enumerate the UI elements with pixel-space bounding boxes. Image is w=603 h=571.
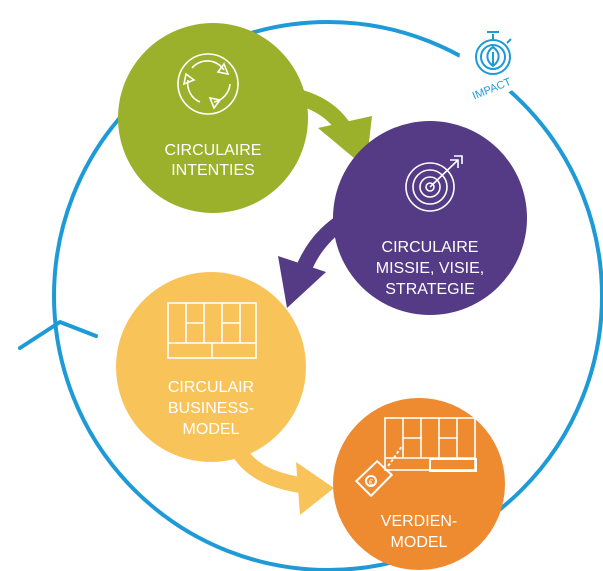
stopwatch-leaf-icon — [475, 31, 512, 75]
node-circle-yellow — [116, 272, 306, 462]
node-circle-green — [118, 23, 308, 213]
node-circular-intentions: CIRCULAIRE INTENTIES — [118, 23, 308, 213]
label-business-line3: MODEL — [183, 421, 240, 438]
node-circle-orange — [333, 398, 505, 570]
ring-tick-mark — [18, 320, 98, 350]
node-circle-purple — [333, 121, 527, 315]
recycle-arrows-icon — [177, 53, 239, 115]
label-circular-intentions-line2: INTENTIES — [171, 162, 255, 179]
node-revenue-model: € VERDIEN- MODEL — [333, 398, 505, 570]
arrow-yellow — [230, 442, 334, 515]
label-mission-line3: STRATEGIE — [385, 281, 475, 298]
node-mission-vision-strategy: CIRCULAIRE MISSIE, VISIE, STRATEGIE — [333, 121, 527, 315]
label-revenue-line2: MODEL — [391, 534, 448, 551]
business-model-canvas-icon — [167, 302, 257, 359]
svg-text:€: € — [369, 478, 374, 487]
outer-ring — [52, 20, 603, 571]
label-revenue-line1: VERDIEN- — [381, 513, 457, 530]
label-business-line1: CIRCULAIR — [168, 379, 254, 396]
target-dart-icon — [405, 155, 463, 212]
node-business-model: CIRCULAIR BUSINESS- MODEL — [116, 272, 306, 462]
impact-badge: IMPACT — [459, 28, 527, 102]
euro-price-tag-icon: € — [354, 445, 403, 498]
label-circular-intentions-line1: CIRCULAIRE — [165, 142, 262, 159]
label-business-line2: BUSINESS- — [168, 400, 254, 417]
label-mission-line2: MISSIE, VISIE, — [376, 260, 484, 277]
label-mission-line1: CIRCULAIRE — [382, 239, 479, 256]
revenue-highlight-bar — [429, 458, 477, 472]
